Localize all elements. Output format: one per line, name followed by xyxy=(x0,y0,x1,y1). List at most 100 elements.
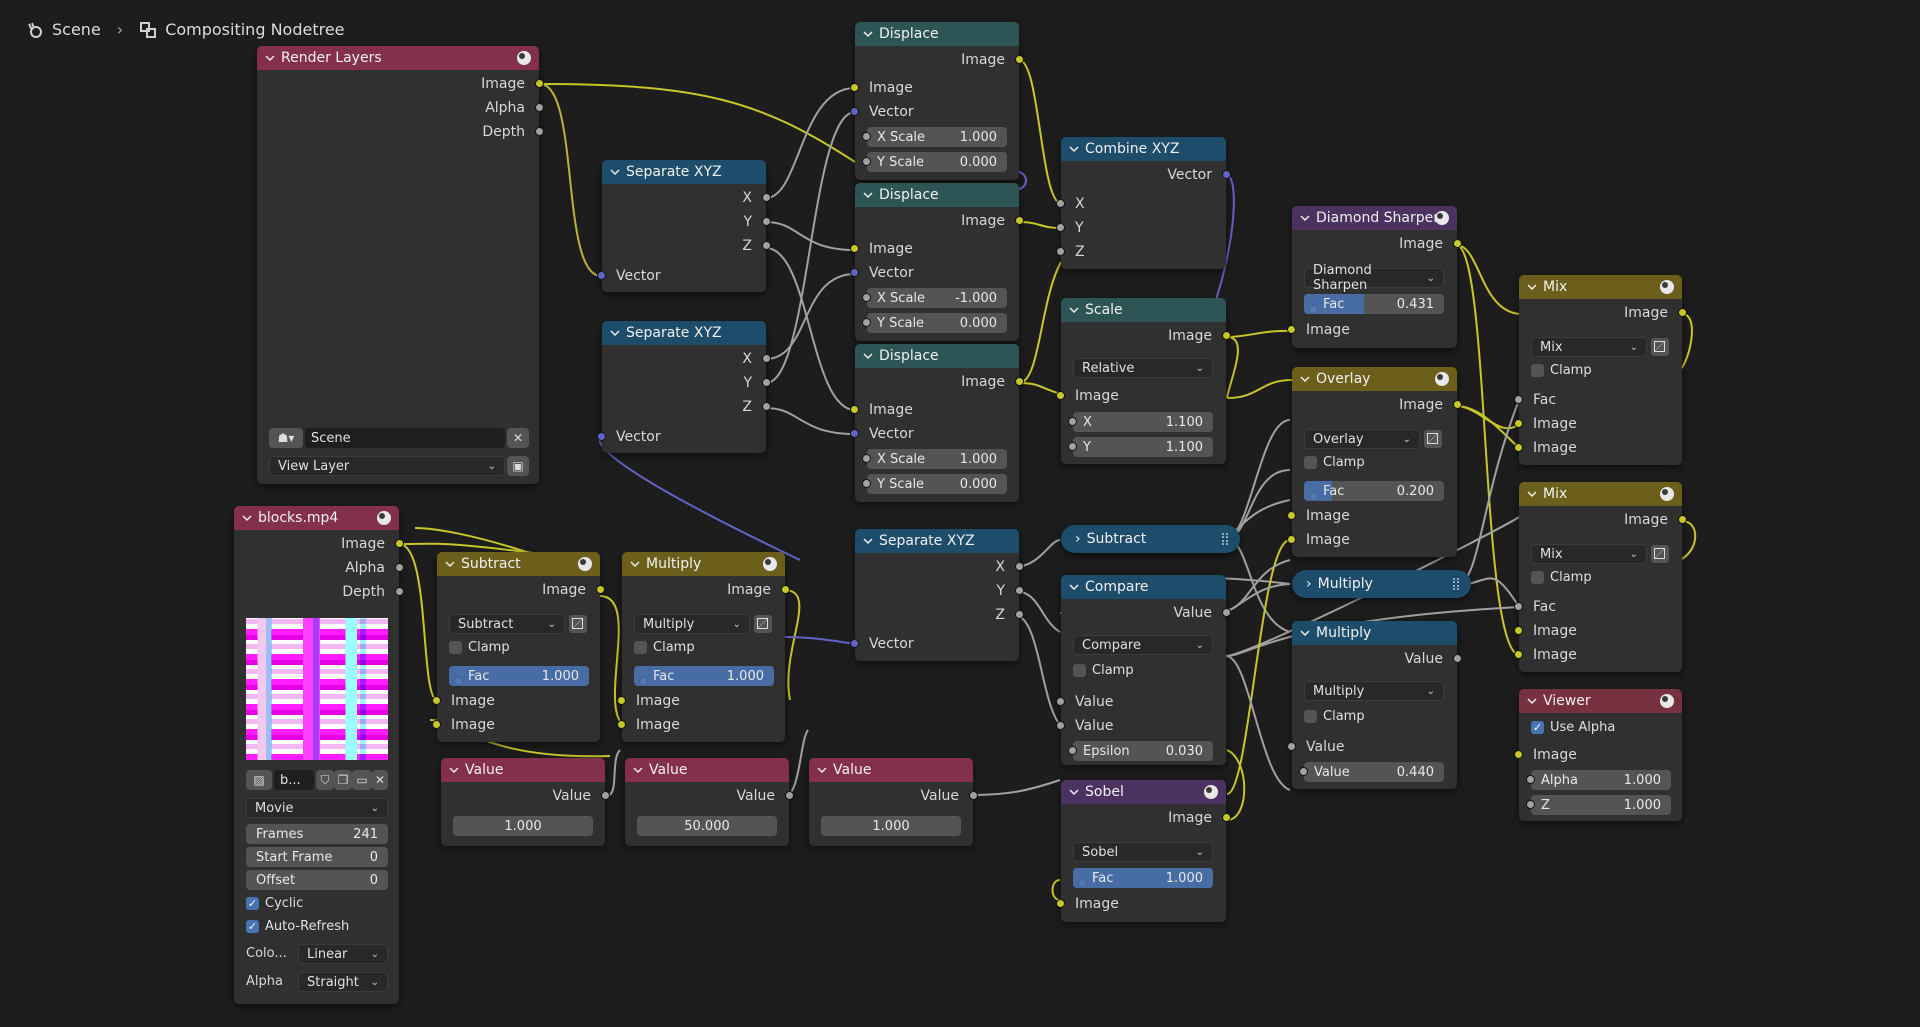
clamp-checkbox[interactable]: Clamp xyxy=(1073,663,1134,678)
checkbox-box[interactable] xyxy=(1073,664,1086,677)
combine-xyz-node[interactable]: Combine XYZ Vector X Y Z xyxy=(1056,137,1231,269)
fac-socket[interactable] xyxy=(1514,395,1523,404)
folder-icon[interactable]: ▭ xyxy=(352,770,372,790)
checkbox-box[interactable]: ✓ xyxy=(246,897,259,910)
image-socket[interactable] xyxy=(1222,331,1231,340)
node-header[interactable]: Viewer xyxy=(1519,689,1682,713)
alpha-socket[interactable] xyxy=(1526,775,1535,784)
chevron-right-icon[interactable]: › xyxy=(1306,576,1312,592)
scale-mode-dropdown[interactable]: Relative⌄ xyxy=(1073,358,1213,378)
globe-icon[interactable] xyxy=(377,511,391,525)
node-header[interactable]: Separate XYZ xyxy=(855,529,1019,553)
node-header[interactable]: Scale xyxy=(1061,298,1226,322)
use-alpha-checkbox[interactable]: ✓Use Alpha xyxy=(1531,720,1615,735)
y-socket[interactable] xyxy=(1015,586,1024,595)
x-socket[interactable] xyxy=(762,354,771,363)
x-socket[interactable] xyxy=(762,193,771,202)
chevron-down-icon[interactable] xyxy=(242,513,252,523)
value-socket[interactable] xyxy=(1056,721,1065,730)
image-browse-icon[interactable]: ▨ xyxy=(246,770,272,790)
y-scale-socket[interactable] xyxy=(862,157,871,166)
filter-mode-dropdown[interactable]: Sobel⌄ xyxy=(1073,842,1213,862)
blend-mode-dropdown[interactable]: Mix⌄ xyxy=(1531,544,1647,564)
z-socket[interactable] xyxy=(1526,800,1535,809)
image-socket[interactable] xyxy=(1453,239,1462,248)
node-header[interactable]: Multiply xyxy=(622,552,785,576)
image-socket[interactable] xyxy=(432,696,441,705)
chevron-down-icon[interactable] xyxy=(863,536,873,546)
depth-socket[interactable] xyxy=(535,127,544,136)
separate-xyz-node-3[interactable]: Separate XYZ X Y Z Vector xyxy=(850,529,1024,661)
chevron-down-icon[interactable] xyxy=(449,765,459,775)
fake-user-icon[interactable]: ⛉ xyxy=(316,770,334,790)
checkbox-box[interactable] xyxy=(449,641,462,654)
use-alpha-icon[interactable] xyxy=(1424,430,1442,448)
y-socket[interactable] xyxy=(762,378,771,387)
chevron-down-icon[interactable] xyxy=(630,559,640,569)
chevron-down-icon[interactable] xyxy=(610,328,620,338)
chevron-down-icon[interactable] xyxy=(633,765,643,775)
image-socket[interactable] xyxy=(1287,511,1296,520)
chevron-down-icon[interactable] xyxy=(1527,696,1537,706)
chevron-down-icon[interactable] xyxy=(1300,374,1310,384)
globe-icon[interactable] xyxy=(763,557,777,571)
x-socket[interactable] xyxy=(1015,562,1024,571)
value-node-3[interactable]: Value Value 1.000 xyxy=(809,758,978,846)
diamond-sharpen-node[interactable]: Diamond Sharpen Image Diamond Sharpen⌄ F… xyxy=(1287,206,1462,348)
node-header[interactable]: Separate XYZ xyxy=(602,160,766,184)
chevron-down-icon[interactable] xyxy=(1300,213,1310,223)
image-socket[interactable] xyxy=(1287,535,1296,544)
chevron-down-icon[interactable] xyxy=(1527,282,1537,292)
duplicate-icon[interactable]: ❐ xyxy=(334,770,352,790)
multiply-node-2[interactable]: Multiply Value Multiply⌄ Clamp Value Val… xyxy=(1287,621,1462,789)
node-header[interactable]: Value xyxy=(441,758,605,782)
image-socket[interactable] xyxy=(1678,308,1687,317)
globe-icon[interactable] xyxy=(578,557,592,571)
image-socket[interactable] xyxy=(1056,391,1065,400)
multiply-collapsed-node[interactable]: › Multiply xyxy=(1292,570,1471,598)
alpha-socket[interactable] xyxy=(395,563,404,572)
globe-icon[interactable] xyxy=(1435,372,1449,386)
image-socket[interactable] xyxy=(432,720,441,729)
vector-socket[interactable] xyxy=(850,639,859,648)
globe-icon[interactable] xyxy=(1204,785,1218,799)
value-socket[interactable] xyxy=(1453,654,1462,663)
image-socket[interactable] xyxy=(850,405,859,414)
clamp-checkbox[interactable]: Clamp xyxy=(1304,455,1365,470)
clamp-checkbox[interactable]: Clamp xyxy=(634,640,695,655)
node-header[interactable]: Mix xyxy=(1519,482,1682,506)
image-socket[interactable] xyxy=(1678,515,1687,524)
chevron-down-icon[interactable] xyxy=(1069,144,1079,154)
chevron-down-icon[interactable] xyxy=(265,53,275,63)
use-alpha-icon[interactable] xyxy=(1651,545,1669,563)
value-field[interactable]: 1.000 xyxy=(453,816,593,836)
image-socket[interactable] xyxy=(617,696,626,705)
depth-socket[interactable] xyxy=(395,587,404,596)
node-header[interactable]: Sobel xyxy=(1061,780,1226,804)
close-icon[interactable]: ✕ xyxy=(507,428,529,448)
image-socket[interactable] xyxy=(596,585,605,594)
node-header[interactable]: Compare xyxy=(1061,575,1226,599)
image-socket[interactable] xyxy=(1514,443,1523,452)
use-alpha-icon[interactable] xyxy=(569,615,587,633)
node-header[interactable]: Displace xyxy=(855,22,1019,46)
layer-browse-icon[interactable]: ▣ xyxy=(507,456,529,476)
x-scale-socket[interactable] xyxy=(862,454,871,463)
image-socket[interactable] xyxy=(1514,750,1523,759)
scene-selector-icon[interactable]: ☗▾ xyxy=(269,428,303,448)
blend-mode-dropdown[interactable]: Overlay⌄ xyxy=(1304,429,1420,449)
image-socket[interactable] xyxy=(1015,377,1024,386)
value-field[interactable]: 50.000 xyxy=(637,816,777,836)
